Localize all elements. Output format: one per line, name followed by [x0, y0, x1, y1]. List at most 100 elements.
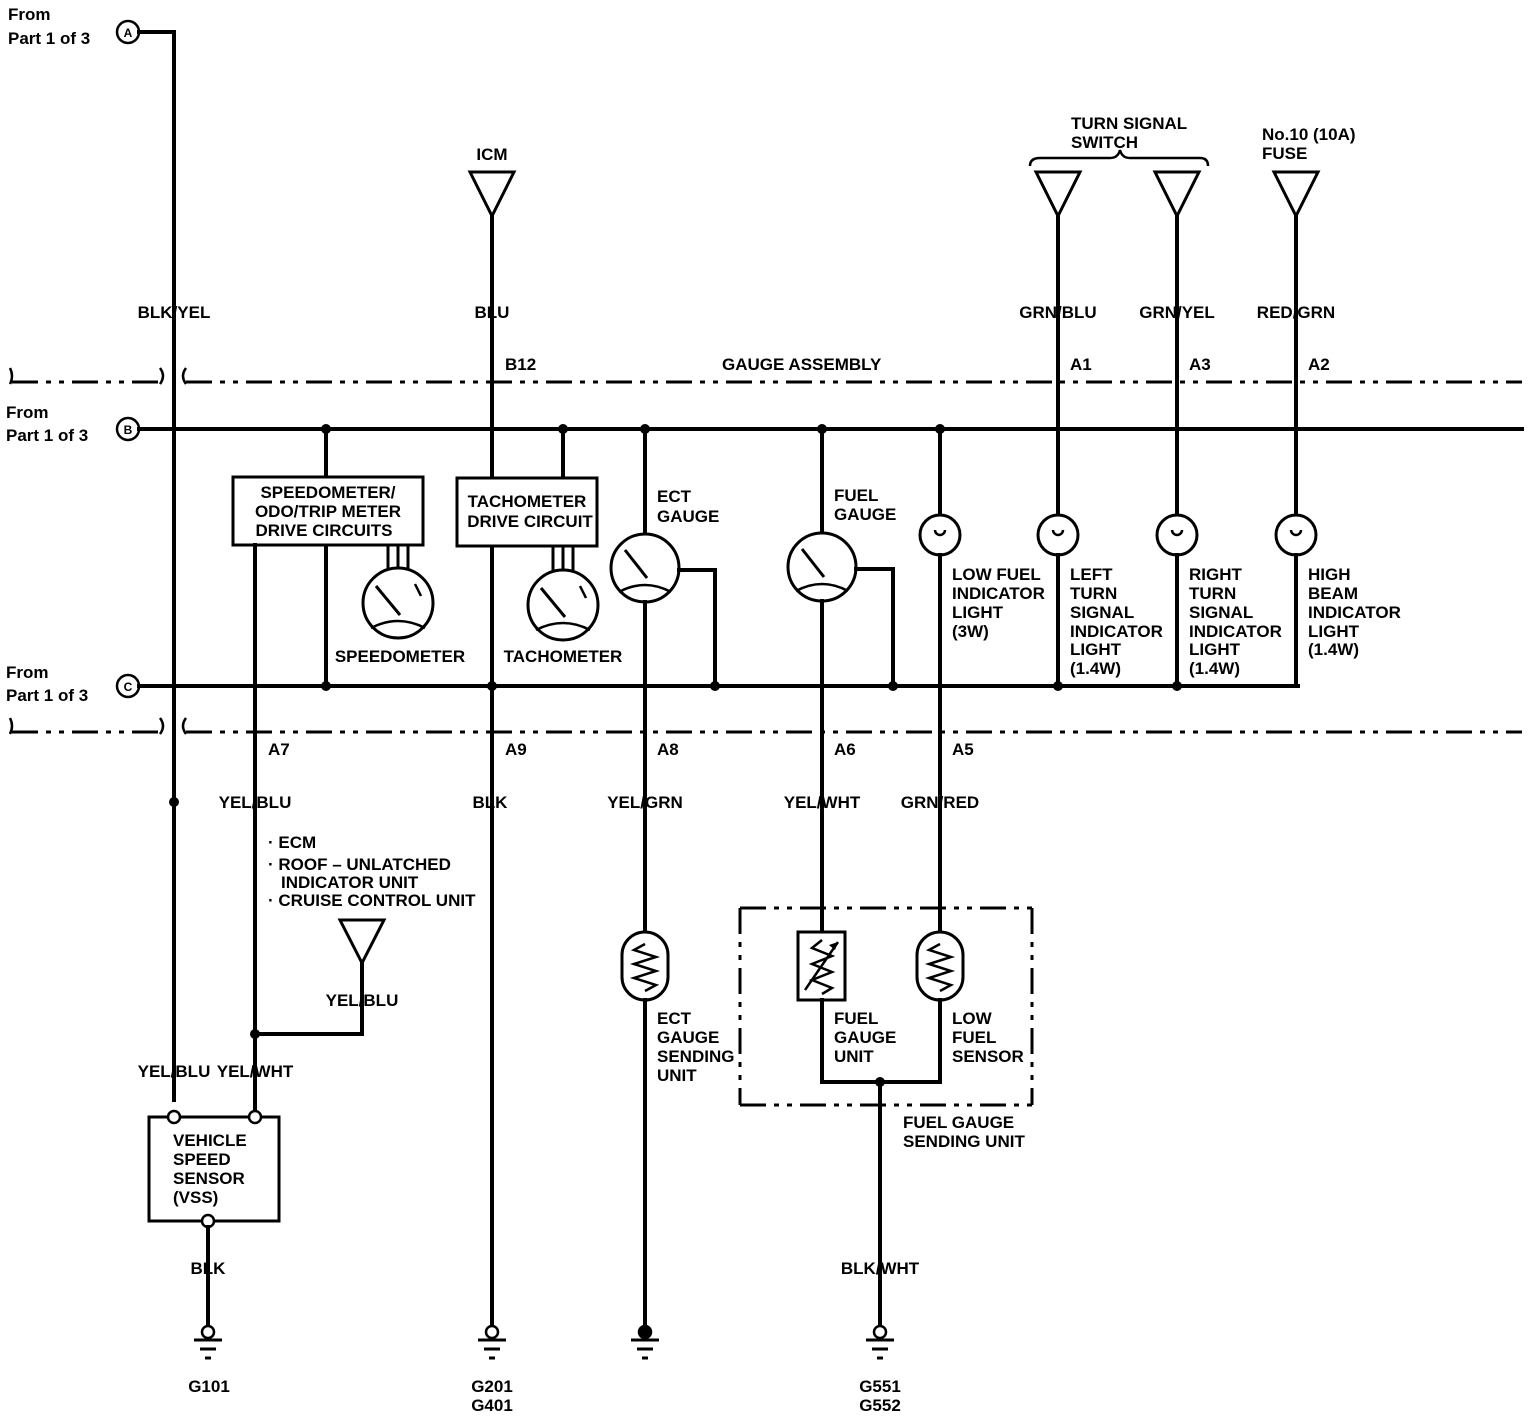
fuel-unit-line2: GAUGE	[834, 1028, 896, 1047]
wire-label-yel-wht-vss: YEL/WHT	[217, 1062, 294, 1081]
turn-signal-bracket	[1028, 149, 1210, 167]
left-turn-line1: LEFT	[1070, 565, 1113, 584]
wire-label-yel-grn: YEL/GRN	[607, 793, 683, 812]
low-fuel-line2: INDICATOR	[952, 584, 1045, 603]
speedometer-drive-circuit	[231, 475, 425, 547]
left-turn-line5: LIGHT	[1070, 640, 1122, 659]
high-beam-line2: BEAM	[1308, 584, 1358, 603]
tacho-circuit-line2: DRIVE CIRCUIT	[467, 512, 593, 531]
turn-signal-switch-line1: TURN SIGNAL	[1071, 114, 1187, 133]
right-turn-line2: TURN	[1189, 584, 1236, 603]
right-turn-line5: LIGHT	[1189, 640, 1241, 659]
pin-b12: B12	[505, 355, 536, 374]
tachometer-label: TACHOMETER	[504, 647, 623, 666]
ect-gauge-icon	[609, 532, 681, 604]
pin-a5: A5	[952, 740, 974, 759]
fuel-gauge-line1: FUEL	[834, 486, 878, 505]
left-turn-line3: SIGNAL	[1070, 603, 1134, 622]
vehicle-speed-sensor	[147, 1115, 281, 1223]
fuse-line1: No.10 (10A)	[1262, 125, 1356, 144]
left-turn-bulb-icon	[1036, 513, 1080, 557]
wire-label-blk-vss: BLK	[191, 1259, 227, 1278]
left-turn-terminal-icon	[1033, 170, 1083, 220]
low-fuel-line3: LIGHT	[952, 603, 1004, 622]
connector-letter-b: B	[124, 423, 133, 437]
speedometer-label: SPEEDOMETER	[335, 647, 465, 666]
wire-label-grn-yel: GRN/YEL	[1139, 303, 1215, 322]
ground-g101: G101	[188, 1377, 230, 1396]
fuel-unit-line1: FUEL	[834, 1009, 878, 1028]
ecm-list-line1: · ECM	[268, 833, 316, 852]
pin-a7: A7	[268, 740, 290, 759]
connector-letter-a: A	[124, 26, 133, 40]
ect-gauge-line2: GAUGE	[657, 507, 719, 526]
right-turn-line6: (1.4W)	[1189, 659, 1240, 678]
ect-sender-line4: UNIT	[657, 1066, 697, 1085]
low-fuel-sensor-line1: LOW	[952, 1009, 993, 1028]
wire-label-yel-blu-a7: YEL/BLU	[219, 793, 292, 812]
vss-line3: SENSOR	[173, 1169, 245, 1188]
fuel-gauge-line2: GAUGE	[834, 505, 896, 524]
wire-label-grn-blu: GRN/BLU	[1019, 303, 1096, 322]
ground-g551-icon	[866, 1324, 894, 1360]
offpage-connector-b: From Part 1 of 3 B	[6, 403, 141, 445]
low-fuel-line4: (3W)	[952, 622, 989, 641]
fuel-gauge-unit-icon	[796, 930, 847, 1002]
high-beam-line1: HIGH	[1308, 565, 1351, 584]
fuel-unit-line3: UNIT	[834, 1047, 874, 1066]
high-beam-line4: LIGHT	[1308, 622, 1360, 641]
ground-g401: G401	[471, 1396, 513, 1415]
ecm-terminal-icon	[337, 918, 387, 967]
ecm-list-line2: · ROOF – UNLATCHED	[268, 855, 451, 874]
ground-g551: G551	[859, 1377, 901, 1396]
ground-g101-icon	[194, 1324, 222, 1360]
left-turn-line2: TURN	[1070, 584, 1117, 603]
pin-a1: A1	[1070, 355, 1092, 374]
speedo-circuit-line3: DRIVE CIRCUITS	[256, 521, 393, 540]
fuel-sender-line1: FUEL GAUGE	[903, 1113, 1014, 1132]
ect-sending-unit-icon	[620, 930, 670, 1002]
vss-line1: VEHICLE	[173, 1131, 247, 1150]
ect-gauge-line1: ECT	[657, 487, 692, 506]
part-label-b: Part 1 of 3	[6, 426, 88, 445]
pin-a8: A8	[657, 740, 679, 759]
ground-g201-icon	[478, 1324, 506, 1360]
high-beam-line5: (1.4W)	[1308, 640, 1359, 659]
right-turn-line3: SIGNAL	[1189, 603, 1253, 622]
wire-yel-blu-src	[253, 961, 364, 1036]
wire-label-grn-red: GRN/RED	[901, 793, 979, 812]
wire-blk-yel	[137, 30, 176, 1102]
pin-a3: A3	[1189, 355, 1211, 374]
wire-label-blu: BLU	[475, 303, 510, 322]
ecm-list-line4: · CRUISE CONTROL UNIT	[268, 891, 476, 910]
speedometer-meter-icon	[361, 566, 435, 640]
low-fuel-bulb-icon	[918, 513, 962, 557]
fuel-sender-line2: SENDING UNIT	[903, 1132, 1025, 1151]
pin-a2: A2	[1308, 355, 1330, 374]
speedo-circuit-line2: ODO/TRIP METER	[255, 502, 401, 521]
fuse-terminal-icon	[1271, 170, 1321, 220]
pin-a9: A9	[505, 740, 527, 759]
left-turn-line4: INDICATOR	[1070, 622, 1163, 641]
ect-sender-line2: GAUGE	[657, 1028, 719, 1047]
turn-signal-switch-line2: SWITCH	[1071, 133, 1138, 152]
fuel-gauge-icon	[786, 531, 858, 603]
connector-letter-c: C	[124, 680, 133, 694]
right-turn-line4: INDICATOR	[1189, 622, 1282, 641]
from-label-a: From	[8, 5, 51, 24]
gauge-assembly-boundary	[8, 367, 1522, 735]
wire-label-blk-yel: BLK/YEL	[138, 303, 211, 322]
left-turn-line6: (1.4W)	[1070, 659, 1121, 678]
vss-line4: (VSS)	[173, 1188, 218, 1207]
right-turn-line1: RIGHT	[1189, 565, 1243, 584]
offpage-connector-c: From Part 1 of 3 C	[6, 663, 141, 705]
fuse-line2: FUSE	[1262, 144, 1307, 163]
from-label-b: From	[6, 403, 49, 422]
wire-label-red-grn: RED/GRN	[1257, 303, 1335, 322]
high-beam-line3: INDICATOR	[1308, 603, 1401, 622]
from-label-c: From	[6, 663, 49, 682]
speedo-circuit-line1: SPEEDOMETER/	[260, 483, 395, 502]
low-fuel-sensor-line3: SENSOR	[952, 1047, 1024, 1066]
part-label-a: Part 1 of 3	[8, 29, 90, 48]
